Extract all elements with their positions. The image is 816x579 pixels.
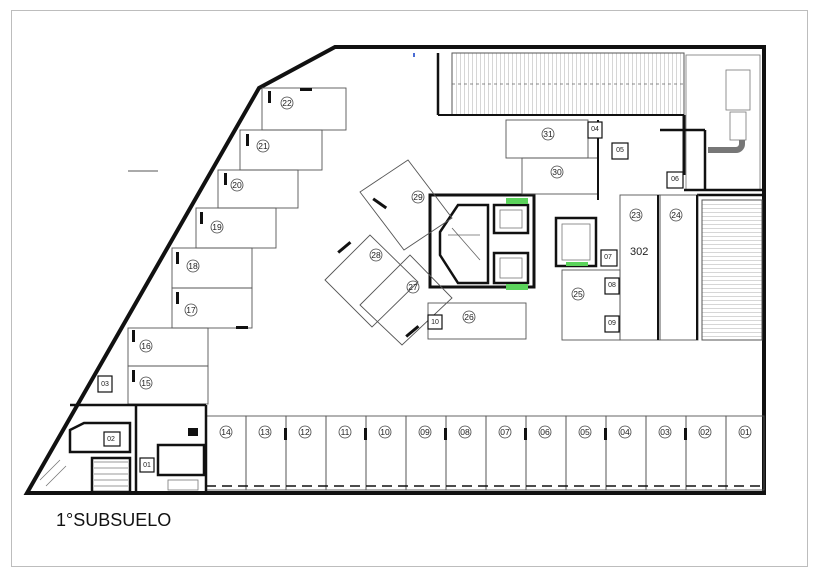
stall-label-31: 31 [543,129,553,139]
stall-label-02: 02 [700,427,710,437]
stall-label-22-marker [280,96,294,110]
left-stalls [127,87,347,405]
stall-label-09: 09 [420,427,430,437]
stall-label-23: 23 [631,210,641,220]
floor-title: 1°SUBSUELO [56,510,172,530]
bottom-stalls [205,415,765,491]
stair [438,203,490,285]
stall-label-12: 12 [300,427,310,437]
stall-label-08: 08 [460,427,470,437]
stall-label-24: 24 [671,210,681,220]
right-stalls [505,119,699,341]
stall-label-03: 03 [660,427,670,437]
stall-label-18-marker [186,259,200,273]
storage-label-10: 10 [431,319,439,326]
stall-label-30: 30 [552,167,562,177]
storage-label-01: 01 [143,462,151,469]
stall-label-07: 07 [500,427,510,437]
storage-label-06: 06 [671,176,679,183]
storage-label-04: 04 [591,126,599,133]
building-outline [23,45,766,495]
elevator-2 [492,251,530,285]
stall-label-19: 19 [212,222,222,232]
stall-label-17-marker [184,303,198,317]
stall-label-07-marker [498,425,512,439]
stall-label-15-marker [139,376,153,390]
stall-label-04: 04 [620,427,630,437]
stall-label-05-marker [578,425,592,439]
center-stalls [324,159,453,346]
stall-label-29: 29 [413,192,423,202]
stall-label-20-marker [230,178,244,192]
storage-label-09: 09 [608,320,616,327]
stall-label-22: 22 [282,98,292,108]
stall-label-26: 26 [464,312,474,322]
stall-label-18: 18 [188,261,198,271]
stall-label-20: 20 [232,180,242,190]
storage-label-03: 03 [101,381,109,388]
stall-label-28-marker [369,248,383,262]
stall-label-28: 28 [371,250,381,260]
stall-label-17: 17 [186,305,196,315]
elevator-1 [492,203,530,235]
stall-label-21: 21 [258,141,268,151]
stall-label-06: 06 [540,427,550,437]
stall-label-14: 14 [221,427,231,437]
stall-label-19-marker [210,220,224,234]
storage-label-02: 02 [107,436,115,443]
stall-label-12-marker [298,425,312,439]
stall-label-05: 05 [580,427,590,437]
stall-label-13-marker [258,425,272,439]
stall-label-01-marker [738,425,752,439]
core [428,193,536,289]
storage-label-05: 05 [616,147,624,154]
stall-label-10-marker [378,425,392,439]
stall-label-02-marker [698,425,712,439]
stall-label-09-marker [418,425,432,439]
ramp-right [701,199,763,341]
stall-label-14-marker [219,425,233,439]
stall-label-23-marker [629,208,643,222]
stall-label-27: 27 [408,282,418,292]
stall-label-15: 15 [141,378,151,388]
stall-label-04-marker [618,425,632,439]
stall-label-24-marker [669,208,683,222]
room-label: 302 [630,246,648,258]
stall-label-16: 16 [141,341,151,351]
stall-label-26-marker [462,310,476,324]
stall-label-30-marker [550,165,564,179]
stall-label-29-marker [411,190,425,204]
stall-label-08-marker [458,425,472,439]
stall-label-01: 01 [740,427,750,437]
stall-label-25: 25 [573,289,583,299]
stall-label-16-marker [139,339,153,353]
stall-label-27-marker [406,280,420,294]
stall-label-06-marker [538,425,552,439]
stall-label-03-marker [658,425,672,439]
stall-label-11-marker [338,425,352,439]
storage-label-08: 08 [608,282,616,289]
storage-boxes [97,121,684,473]
storage-label-07: 07 [604,254,612,261]
stall-label-21-marker [256,139,270,153]
stall-label-25-marker [571,287,585,301]
stall-label-10: 10 [380,427,390,437]
equipment-room [685,54,761,191]
stall-label-11: 11 [341,427,350,437]
stall-label-31-marker [541,127,555,141]
service-area [68,403,208,494]
stall-label-13: 13 [260,427,270,437]
